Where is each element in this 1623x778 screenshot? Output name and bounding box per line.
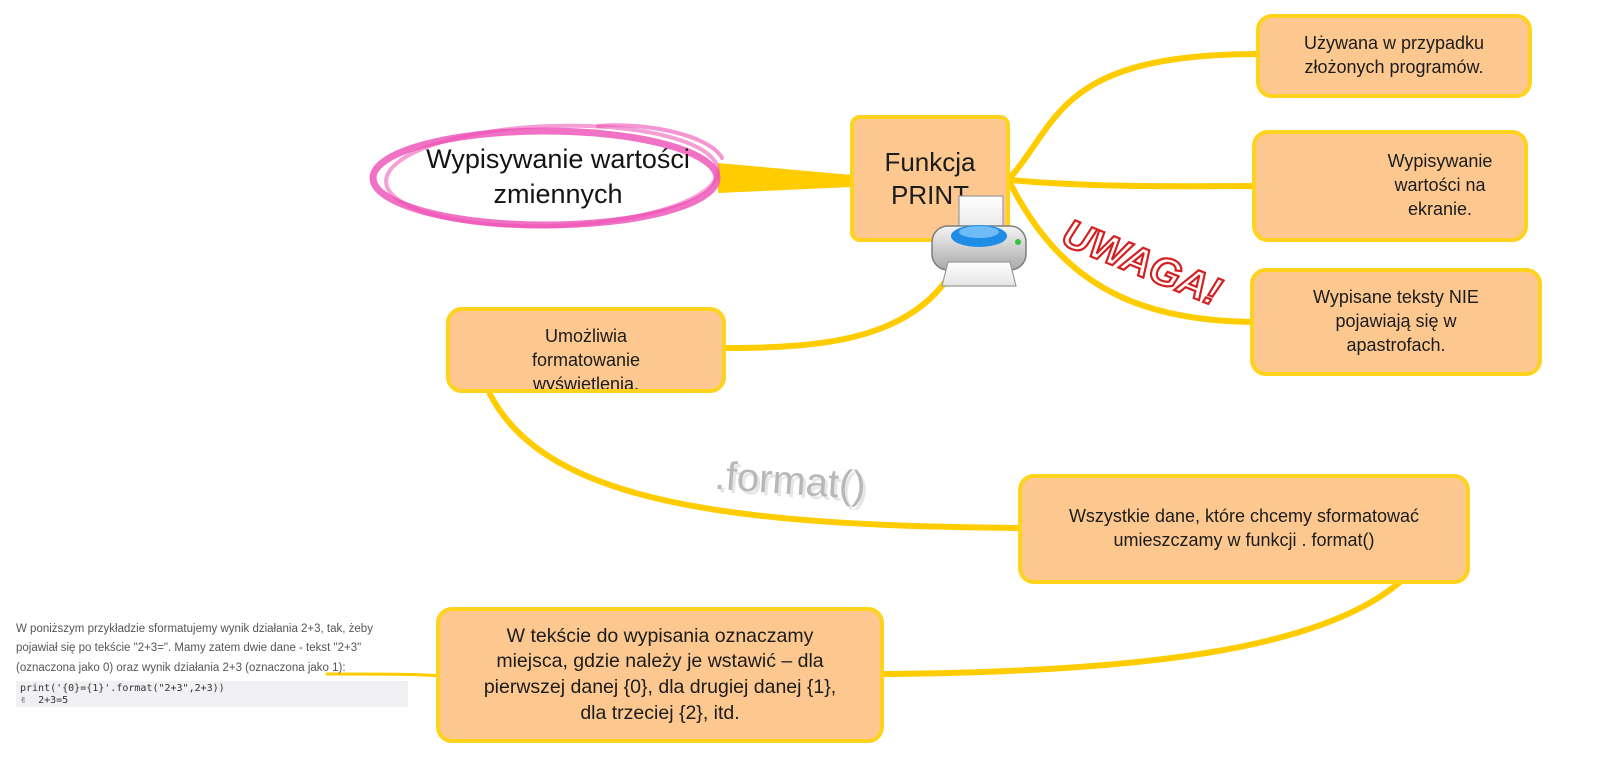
example-description: W poniższym przykładzie sformatujemy wyn… [16, 623, 373, 674]
printer-icon [931, 195, 1027, 287]
branch-complex [1007, 51, 1263, 181]
branch-placeholders [879, 579, 1403, 677]
branch-screen [1007, 177, 1259, 190]
svg-text:.format(): .format() [716, 457, 870, 511]
branch-topic [718, 163, 852, 193]
node-formatting[interactable]: Umożliwia formatowanie wyświetlenia. [446, 307, 726, 393]
central-node[interactable]: Funkcja PRINT [850, 115, 1010, 242]
node-format-function[interactable]: Wszystkie dane, które chcemy sformatować… [1018, 474, 1470, 584]
thumbs-up-icon: ✌ [20, 695, 27, 706]
topic-label: Wypisywanie wartości zmiennych [426, 144, 690, 210]
example-code: print('{0}={1}'.format("2+3",2+3)) [20, 683, 225, 694]
example-code-block: print('{0}={1}'.format("2+3",2+3)) ✌ 2+3… [16, 681, 408, 707]
example-output: 2+3=5 [38, 695, 69, 706]
example-output-line: ✌ 2+3=5 [20, 695, 404, 707]
highlight-ellipse [369, 123, 724, 229]
node-screen-output[interactable]: Wypisywanie wartości na ekranie. [1252, 130, 1528, 242]
node-complex-programs[interactable]: Używana w przypadku złożonych programów. [1256, 14, 1532, 98]
format-call-label: .format() [713, 454, 867, 508]
format-call-text: .format() .format() [713, 454, 870, 512]
warning-label: UWAGA! [1056, 211, 1227, 314]
node-placeholders[interactable]: W tekście do wypisania oznaczamy miejsca… [436, 607, 884, 743]
branch-formatting [723, 275, 951, 351]
branch-connectors [325, 51, 1403, 678]
central-node-label: Funkcja PRINT [884, 147, 976, 210]
warning-stamp: UWAGA! [1055, 210, 1228, 315]
branch-apostrophes [1007, 180, 1255, 325]
node-apostrophes[interactable]: Wypisane teksty NIE pojawiają się w apas… [1250, 268, 1542, 376]
branch-format-function [485, 387, 1025, 531]
branch-example [325, 672, 442, 678]
